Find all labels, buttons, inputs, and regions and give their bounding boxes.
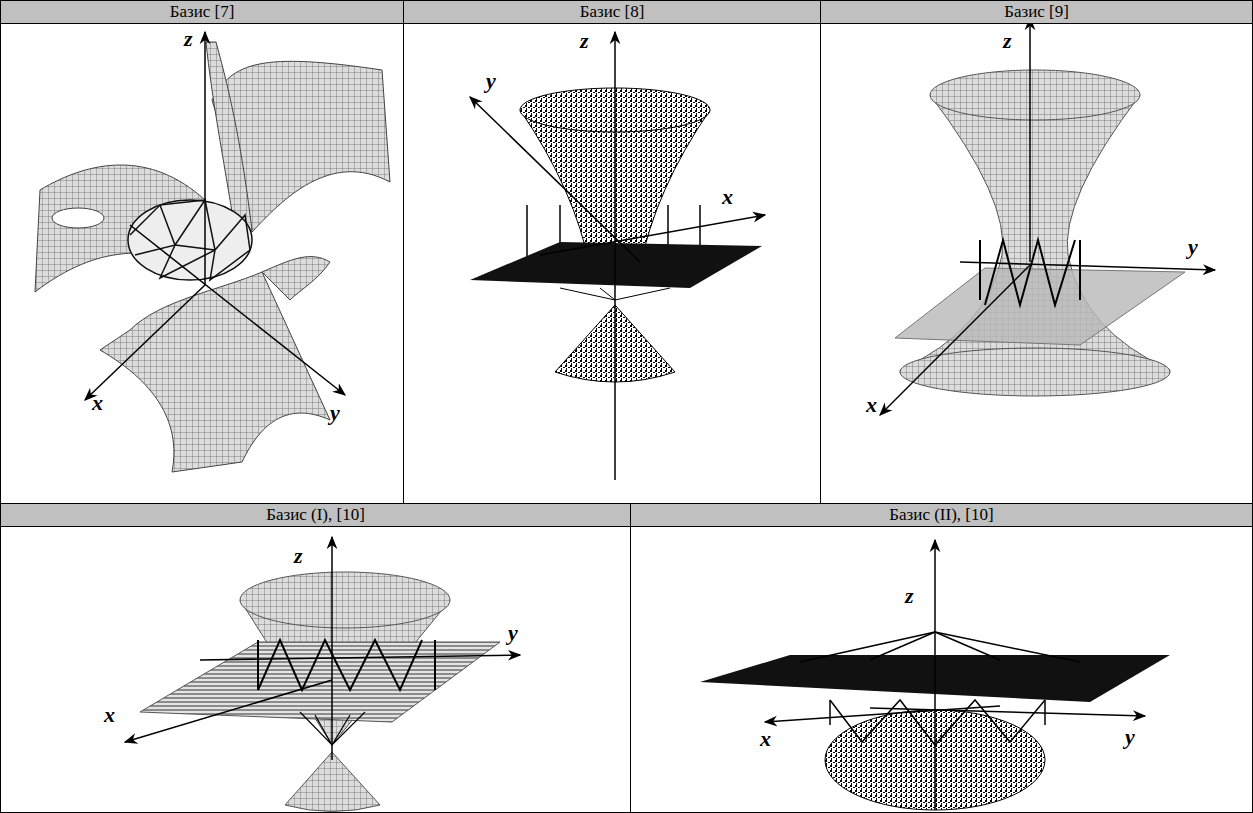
- triangle-mesh: [128, 200, 252, 280]
- axis: [331, 537, 333, 760]
- pyramid-lines: [935, 632, 1000, 660]
- pyramid-lines: [829, 700, 831, 725]
- axis-label: x: [104, 704, 115, 726]
- axis: [870, 708, 1145, 716]
- zigzag: [1079, 240, 1081, 300]
- axis-label: z: [905, 585, 914, 607]
- table-grid: [0, 503, 1253, 504]
- zigzag: [979, 240, 981, 300]
- axis-label: x: [92, 392, 103, 414]
- axis-label: x: [760, 728, 771, 750]
- plane: [895, 268, 1185, 345]
- header-cell: Базис (II), [10]: [630, 503, 1253, 527]
- header-cell: Базис [7]: [0, 0, 404, 24]
- axis: [130, 225, 345, 395]
- triangle-mesh: [128, 200, 252, 280]
- hyperboloid: [900, 70, 1170, 396]
- plane: [140, 642, 500, 722]
- plane: [140, 642, 500, 722]
- header-text: Базис [9]: [1004, 2, 1069, 22]
- table-grid: [630, 503, 631, 813]
- axis-label: z: [294, 545, 303, 567]
- header-text: Базис [7]: [170, 2, 235, 22]
- axis: [125, 537, 520, 760]
- pyramid-lines: [800, 632, 935, 662]
- axis-label: x: [866, 394, 877, 416]
- zigzag: [258, 640, 435, 745]
- axis-label: z: [184, 28, 193, 50]
- cone: [600, 288, 615, 300]
- cone: [285, 752, 380, 812]
- axis-label: z: [1003, 30, 1012, 52]
- hyperboloid: [900, 95, 1170, 395]
- pyramid-lines: [935, 632, 1080, 662]
- pyramid-lines: [800, 632, 1080, 745]
- cone: [285, 752, 380, 812]
- zigzag: [258, 640, 422, 690]
- header-cell: Базис (I), [10]: [0, 503, 631, 527]
- cone: [560, 288, 615, 300]
- header-cell: Базис [9]: [820, 0, 1253, 24]
- posts: [526, 205, 528, 262]
- axis-label: y: [508, 622, 518, 644]
- axis-label: y: [1188, 236, 1198, 258]
- table-grid: [403, 0, 404, 503]
- zigzag: [257, 640, 259, 690]
- axis: [960, 262, 1215, 270]
- header-cell: Базис [8]: [403, 0, 821, 24]
- plane: [470, 242, 762, 288]
- saddle-surface: [100, 272, 330, 472]
- header-text: Базис (II), [10]: [889, 505, 993, 525]
- zigzag: [434, 640, 436, 690]
- saddle-surface: [35, 42, 390, 472]
- cone: [615, 288, 670, 300]
- axis: [125, 680, 332, 742]
- axis: [470, 32, 765, 480]
- hyperboloid: [930, 70, 1140, 120]
- plane: [470, 242, 762, 288]
- pyramid-lines: [870, 632, 935, 660]
- pyramid-lines: [830, 700, 1045, 745]
- posts: [667, 205, 669, 250]
- plane: [895, 268, 1185, 345]
- table-grid: [820, 0, 821, 503]
- axis-label: x: [722, 186, 733, 208]
- axis-label: y: [330, 402, 340, 424]
- cone: [240, 572, 450, 628]
- saddle-surface: [262, 257, 330, 300]
- axis: [204, 32, 206, 285]
- axis: [470, 97, 640, 262]
- axis-label: y: [1125, 726, 1135, 748]
- axis: [85, 285, 205, 400]
- axis: [880, 18, 1215, 415]
- axis: [85, 32, 345, 400]
- axis: [765, 540, 1145, 810]
- header-text: Базис [8]: [580, 2, 645, 22]
- axis: [614, 32, 616, 480]
- header-text: Базис (I), [10]: [266, 505, 365, 525]
- saddle-surface: [52, 208, 104, 228]
- axis: [880, 265, 1030, 415]
- axis: [934, 540, 936, 810]
- axis-label: z: [580, 30, 589, 52]
- axis: [540, 215, 765, 255]
- axis: [1029, 18, 1031, 262]
- axis: [200, 655, 520, 660]
- axis-label: y: [486, 70, 496, 92]
